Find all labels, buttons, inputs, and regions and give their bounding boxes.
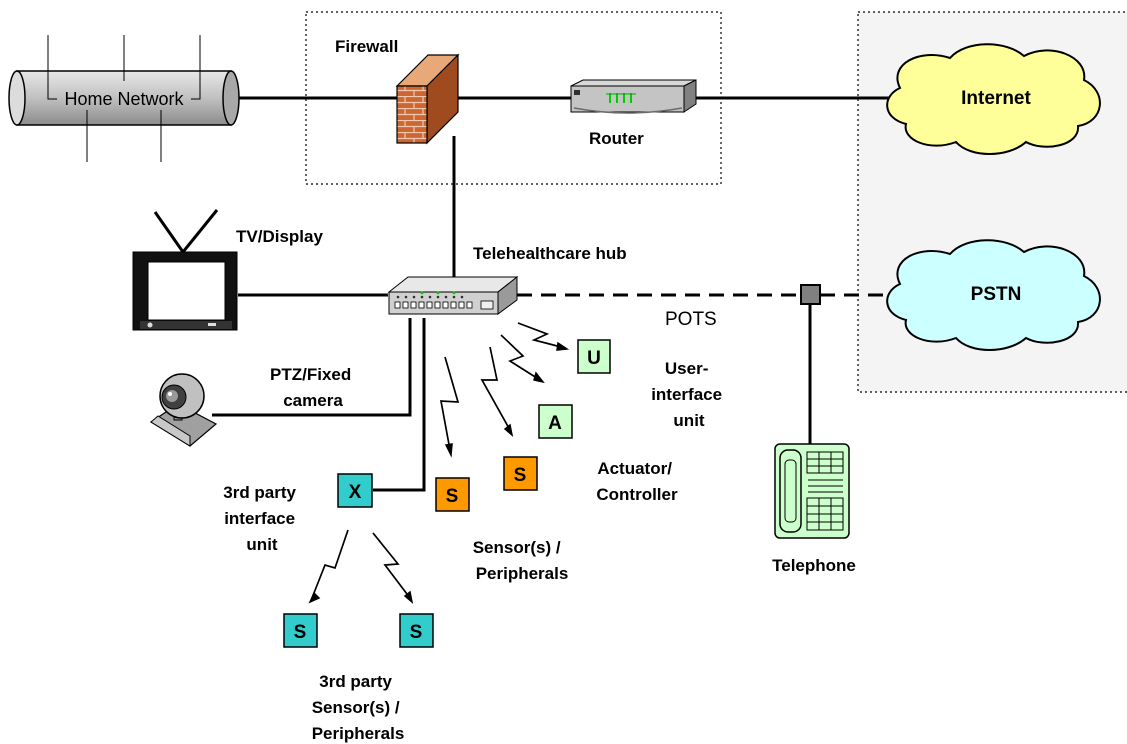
- tv-label: TV/Display: [236, 227, 323, 246]
- wireless-zigzag-s2: [439, 356, 460, 458]
- user-interface-label: User- interface unit: [651, 359, 727, 430]
- sensor-box-2: S: [435, 477, 470, 512]
- telephone-label: Telephone: [772, 556, 856, 575]
- svg-text:S: S: [294, 622, 307, 643]
- wireless-zigzag-s1: [480, 346, 514, 437]
- wireless-zigzag-a: [500, 334, 545, 384]
- third-party-interface-box: X: [337, 473, 373, 508]
- connection-lines: [212, 96, 895, 492]
- internet-cloud: [886, 43, 1101, 155]
- camera-icon: [149, 373, 218, 447]
- pstn-label: PSTN: [971, 284, 1022, 305]
- internet-label: Internet: [961, 88, 1031, 109]
- svg-text:S: S: [410, 622, 423, 643]
- telehealthcare-hub-icon: [387, 275, 519, 315]
- third-party-interface-label: 3rd party interface unit: [223, 483, 300, 554]
- home-network-pipe: [8, 35, 240, 162]
- sensors-label: Sensor(s) / Peripherals: [473, 538, 569, 583]
- wireless-zigzag-x1: [308, 529, 349, 604]
- actuator-box: A: [538, 404, 573, 439]
- pots-label: POTS: [665, 309, 717, 330]
- firewall-label: Firewall: [335, 37, 398, 56]
- home-network-label: Home Network: [64, 89, 184, 109]
- third-party-sensor-box-2: S: [399, 613, 434, 648]
- actuator-label: Actuator/ Controller: [596, 459, 678, 504]
- hub-label: Telehealthcare hub: [473, 244, 627, 263]
- wireless-zigzag-u: [517, 322, 570, 351]
- tv-icon: [132, 209, 238, 331]
- telephone-icon: [774, 443, 850, 539]
- wireless-signals: [308, 322, 570, 604]
- wireless-zigzag-x2: [372, 532, 414, 604]
- svg-text:S: S: [514, 465, 527, 486]
- svg-text:A: A: [548, 413, 562, 434]
- router-icon: [570, 79, 697, 114]
- sensor-box-1: S: [503, 456, 538, 491]
- svg-text:X: X: [349, 482, 362, 503]
- svg-text:S: S: [446, 486, 459, 507]
- pots-junction-box: [800, 284, 821, 305]
- firewall-icon: [395, 53, 460, 145]
- user-interface-box: U: [577, 339, 611, 374]
- third-party-sensor-box-1: S: [283, 613, 318, 648]
- camera-label: PTZ/Fixed camera: [270, 365, 356, 410]
- svg-text:U: U: [587, 348, 601, 369]
- router-label: Router: [589, 129, 644, 148]
- third-party-sensors-label: 3rd party Sensor(s) / Peripherals: [312, 672, 405, 743]
- pstn-cloud: [886, 239, 1101, 351]
